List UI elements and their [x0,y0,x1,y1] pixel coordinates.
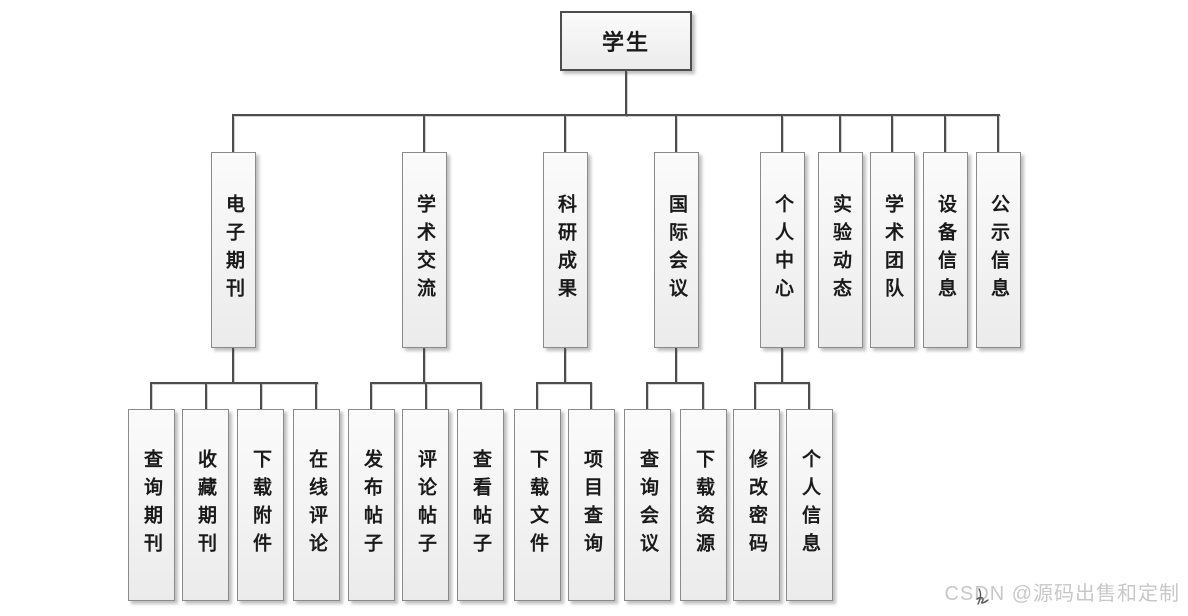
tree-node-research-results: 科研成果 [543,152,588,348]
csdn-watermark: CSDN @源码出售和定制 [944,583,1180,605]
tree-leaf-view-post: 查看帖子 [457,409,504,601]
tree-leaf-download-attachment: 下载附件 [237,409,284,601]
connector-level3-bus [646,382,704,384]
connector-drop [590,384,592,409]
connector-drop [232,348,234,383]
connector-level2-bus [232,114,1000,116]
tree-leaf-download-file: 下载文件 [514,409,561,601]
tree-leaf-online-comment: 在线评论 [293,409,340,601]
tree-leaf-publish-post: 发布帖子 [348,409,395,601]
tree-node-academic-team: 学术团队 [870,152,915,348]
tree-node-equipment-info: 设备信息 [923,152,968,348]
tree-leaf-personal-info: 个人信息 [786,409,833,601]
connector-drop [205,384,207,409]
tree-leaf-download-resource: 下载资源 [680,409,727,601]
connector-drop [480,384,482,409]
connector-drop [891,116,893,152]
connector-level3-bus [150,382,318,384]
tree-node-electronic-journal: 电子期刊 [211,152,256,348]
connector-level3-bus [754,382,810,384]
connector-drop [425,384,427,409]
connector-drop [808,384,810,409]
tree-leaf-project-query: 项目查询 [568,409,615,601]
tree-node-international-conference: 国际会议 [654,152,699,348]
tree-leaf-query-journal: 查询期刊 [128,409,175,601]
tree-node-academic-exchange: 学术交流 [402,152,447,348]
connector-level3-bus [370,382,482,384]
connector-drop [781,348,783,383]
connector-drop [839,116,841,152]
connector-root-drop [625,71,627,116]
connector-drop [781,116,783,152]
tree-leaf-query-conference: 查询会议 [624,409,671,601]
connector-drop [997,116,999,152]
connector-drop [646,384,648,409]
tree-node-public-info: 公示信息 [976,152,1021,348]
tree-leaf-comment-post: 评论帖子 [402,409,449,601]
tree-root-node-student: 学生 [560,11,692,71]
connector-drop [150,384,152,409]
connector-level3-bus [536,382,592,384]
connector-drop [232,116,234,152]
connector-drop [564,348,566,383]
tree-node-personal-center: 个人中心 [760,152,805,348]
connector-drop [754,384,756,409]
connector-drop [260,384,262,409]
tree-node-experiment-news: 实验动态 [818,152,863,348]
connector-drop [564,116,566,152]
connector-drop [702,384,704,409]
tree-leaf-favorite-journal: 收藏期刊 [182,409,229,601]
tree-leaf-change-password: 修改密码 [733,409,780,601]
connector-drop [675,348,677,383]
connector-drop [423,116,425,152]
connector-drop [315,384,317,409]
connector-drop [423,348,425,383]
connector-drop [944,116,946,152]
connector-drop [675,116,677,152]
connector-drop [370,384,372,409]
connector-drop [536,384,538,409]
pen-scribble-icon [976,588,989,605]
